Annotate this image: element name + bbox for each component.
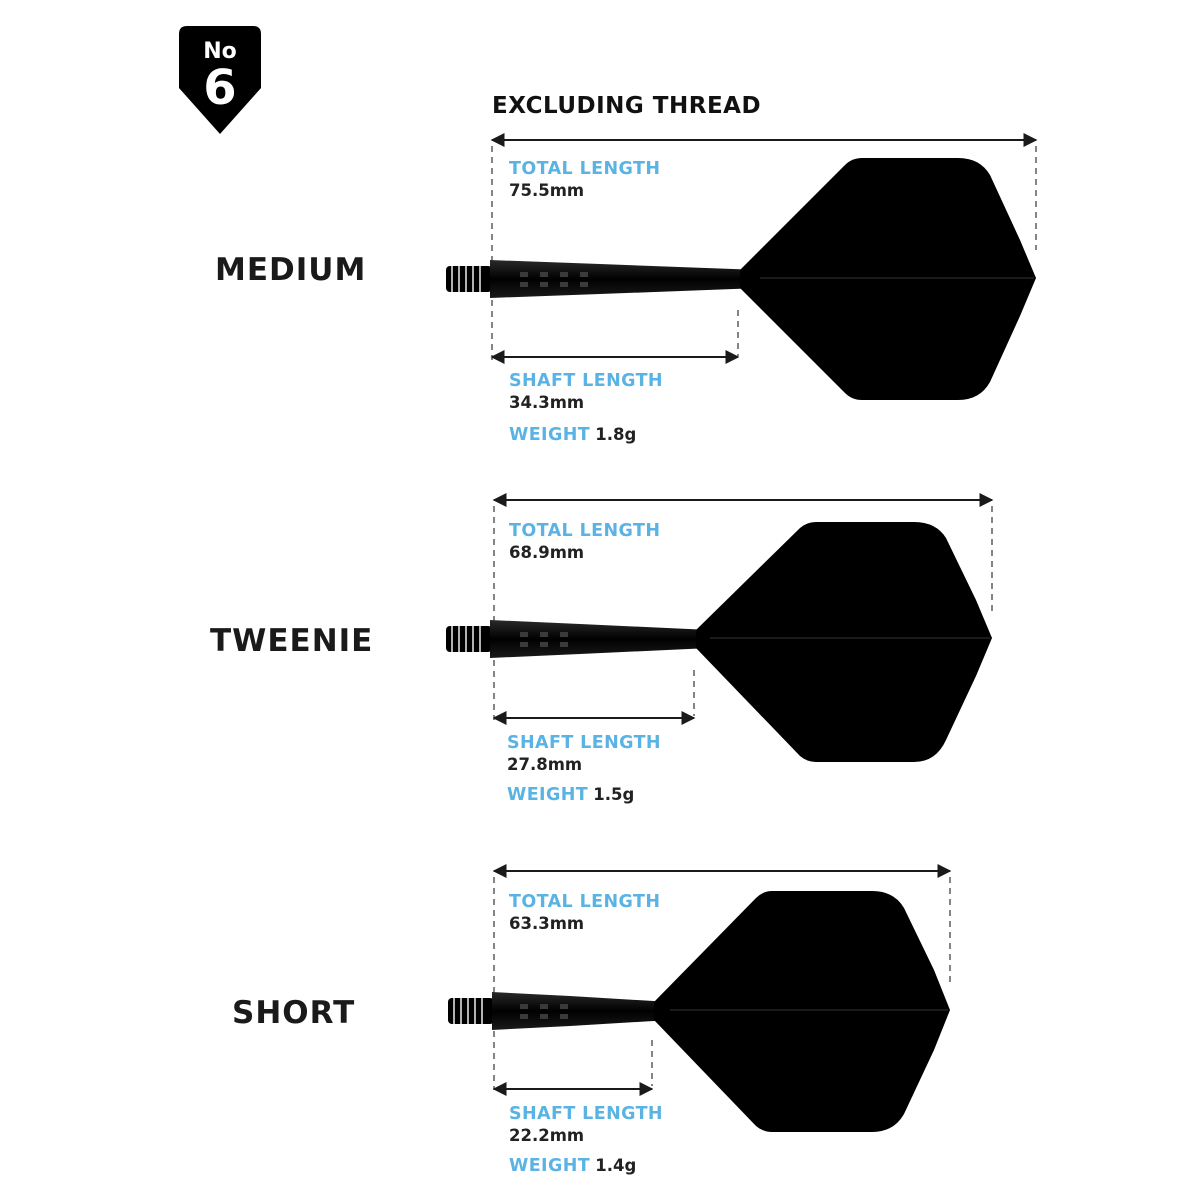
short-shaft <box>492 992 670 1030</box>
medium-total-value: 75.5mm <box>509 181 585 200</box>
short-shaft-value: 22.2mm <box>509 1126 585 1145</box>
medium-flight <box>740 158 1036 400</box>
badge-line1: No <box>203 39 237 64</box>
medium-weight-value: 1.8g <box>595 425 637 444</box>
no6-badge: No 6 <box>175 22 265 136</box>
tweenie-total-value: 68.9mm <box>509 543 585 562</box>
short-weight-value: 1.4g <box>595 1156 637 1175</box>
short-total-value: 63.3mm <box>509 914 585 933</box>
tweenie-thread <box>446 626 492 652</box>
medium-dart <box>446 133 1038 400</box>
variant-name-tweenie: TWEENIE <box>210 623 374 659</box>
tweenie-dart <box>446 493 994 762</box>
medium-shaft-label: SHAFT LENGTH <box>509 371 663 391</box>
tweenie-shaft-label: SHAFT LENGTH <box>507 733 661 753</box>
tweenie-total-label: TOTAL LENGTH <box>509 521 661 541</box>
shield-icon: No 6 <box>179 26 261 134</box>
short-dart <box>448 864 952 1132</box>
header-title: EXCLUDING THREAD <box>492 93 762 119</box>
short-weight-label: WEIGHT <box>509 1156 591 1176</box>
short-shaft-label: SHAFT LENGTH <box>509 1104 663 1124</box>
medium-weight: WEIGHT 1.8g <box>509 425 636 445</box>
tweenie-weight-value: 1.5g <box>593 785 635 804</box>
medium-thread <box>446 266 492 292</box>
medium-shaft-value: 34.3mm <box>509 393 585 412</box>
badge-line2: 6 <box>203 60 236 116</box>
medium-weight-label: WEIGHT <box>509 425 591 445</box>
tweenie-flight <box>696 522 992 762</box>
variant-name-short: SHORT <box>232 995 356 1031</box>
tweenie-shaft <box>490 620 710 658</box>
variant-name-medium: MEDIUM <box>215 252 367 288</box>
short-weight: WEIGHT 1.4g <box>509 1156 636 1176</box>
medium-shaft <box>490 260 760 298</box>
short-total-label: TOTAL LENGTH <box>509 892 661 912</box>
short-thread <box>448 998 494 1024</box>
tweenie-weight-label: WEIGHT <box>507 785 589 805</box>
medium-total-label: TOTAL LENGTH <box>509 159 661 179</box>
short-flight <box>654 891 950 1132</box>
tweenie-weight: WEIGHT 1.5g <box>507 785 634 805</box>
tweenie-shaft-value: 27.8mm <box>507 755 583 774</box>
